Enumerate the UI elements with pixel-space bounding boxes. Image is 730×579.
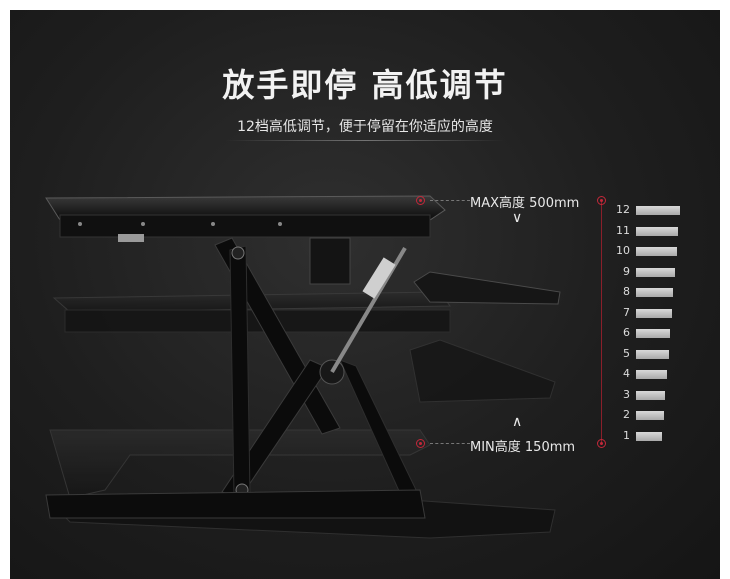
subtitle-underline: [225, 140, 505, 141]
max-height-label: MAX高度 500mm: [470, 196, 580, 211]
scale-level-bar: [636, 411, 664, 420]
scale-level-bar: [636, 308, 672, 318]
scale-level-number: 3: [623, 387, 630, 401]
scale-axis: [601, 200, 602, 444]
min-height-guide: [430, 443, 470, 444]
scale-level-bar: [636, 349, 669, 359]
scale-level-number: 4: [623, 367, 630, 380]
gas-spring: [330, 246, 407, 374]
standing-desk-illustration: [45, 195, 561, 539]
scale-level-number: 12: [616, 203, 630, 216]
scale-level-number: 1: [623, 428, 630, 442]
scale-bottom-marker: [597, 439, 606, 448]
desk-middle-position: [52, 291, 451, 333]
scale-level-bar: [636, 390, 665, 400]
banner-title: 放手即停 高低调节: [222, 66, 508, 104]
desk-base: [45, 489, 426, 519]
scale-level-bar: [636, 267, 675, 277]
min-height-label: MIN高度 150mm: [470, 440, 576, 455]
desk-top-max-position: [45, 195, 446, 285]
arrow-up-icon: ∧: [512, 414, 523, 430]
scale-level-number: 11: [616, 223, 630, 237]
scale-level-number: 8: [623, 285, 630, 298]
scale-level-bar: [636, 288, 673, 297]
scale-level-bar: [636, 370, 667, 379]
scale-level-bar: [636, 329, 670, 338]
scale-level-bar: [636, 226, 678, 236]
scale-level-number: 5: [623, 346, 630, 360]
scale-level-bar: [636, 206, 680, 215]
scale-level-bar: [636, 247, 677, 256]
max-height-guide: [430, 200, 470, 201]
arrow-down-icon: ∨: [512, 210, 523, 226]
scale-level-number: 7: [623, 305, 630, 319]
scale-level-number: 6: [623, 326, 630, 339]
scale-level-number: 2: [623, 408, 630, 421]
scale-top-marker: [597, 196, 606, 205]
max-height-marker: [416, 196, 425, 205]
scale-level-number: 10: [616, 244, 630, 257]
scale-level-number: 9: [623, 264, 630, 278]
product-banner: 放手即停 高低调节 12档高低调节，便于停留在你适应的高度: [10, 10, 720, 579]
banner-subtitle: 12档高低调节，便于停留在你适应的高度: [237, 119, 493, 135]
scale-level-bar: [636, 431, 662, 441]
keyboard-tray: [413, 271, 561, 305]
min-height-marker: [416, 439, 425, 448]
